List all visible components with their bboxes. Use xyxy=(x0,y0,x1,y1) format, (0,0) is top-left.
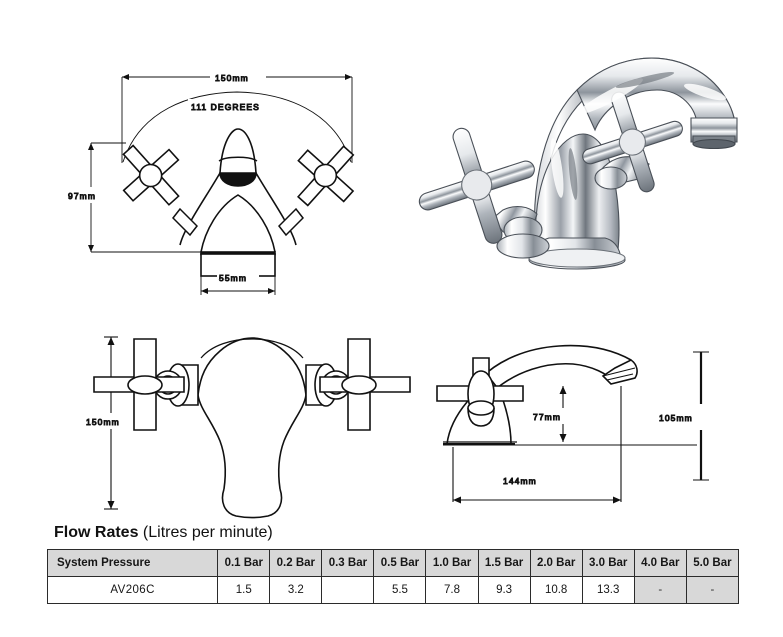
table-row: AV206C 1.5 3.2 5.5 7.8 9.3 10.8 13.3 - - xyxy=(46,576,740,604)
dimension-label-97mm: 97mm xyxy=(68,191,96,201)
side-elevation-view: 105mm 77mm 144mm xyxy=(435,330,775,525)
plan-stem-left xyxy=(172,207,198,237)
column-header-4-0-bar: 4.0 Bar xyxy=(633,549,687,577)
column-header-3-0-bar: 3.0 Bar xyxy=(581,549,635,577)
column-header-0-5-bar: 0.5 Bar xyxy=(373,549,427,577)
dimension-label-150mm: 150mm xyxy=(215,73,249,83)
dimension-label-150mm-front: 150mm xyxy=(86,417,120,427)
plan-stem-right xyxy=(278,207,304,237)
dimension-label-144mm: 144mm xyxy=(503,476,537,486)
product-photo xyxy=(405,18,775,313)
plan-handle-right xyxy=(296,145,355,207)
column-header-2-0-bar: 2.0 Bar xyxy=(529,549,583,577)
dimension-111-degrees xyxy=(122,91,352,163)
flow-rates-table: System Pressure 0.1 Bar 0.2 Bar 0.3 Bar … xyxy=(46,549,740,604)
dimension-105mm-ticks xyxy=(693,351,709,481)
column-header-0-3-bar: 0.3 Bar xyxy=(321,549,375,577)
flow-value-3-0-bar: 13.3 xyxy=(581,576,635,604)
dimension-label-55mm: 55mm xyxy=(219,273,247,283)
flow-value-0-1-bar: 1.5 xyxy=(217,576,271,604)
dimension-150mm xyxy=(121,74,353,163)
dimension-55mm xyxy=(200,276,276,295)
flow-rates-title: Flow Rates (Litres per minute) xyxy=(54,524,739,542)
front-handle-left xyxy=(93,338,185,431)
top-plan-view: 150mm 111 DEGREES 97mm xyxy=(60,55,390,310)
flow-value-0-2-bar: 3.2 xyxy=(269,576,323,604)
plan-spout xyxy=(218,128,258,187)
photo-spout xyxy=(534,57,738,257)
side-handle xyxy=(436,357,524,427)
column-header-1-5-bar: 1.5 Bar xyxy=(477,549,531,577)
front-body xyxy=(197,337,307,519)
dimension-label-77mm: 77mm xyxy=(533,412,561,422)
flow-value-2-0-bar: 10.8 xyxy=(529,576,583,604)
plan-handle-left xyxy=(122,144,180,206)
dimension-label-111-degrees: 111 DEGREES xyxy=(191,102,260,112)
front-handle-right xyxy=(319,338,411,431)
dimension-144mm xyxy=(452,386,622,504)
dimension-label-105mm: 105mm xyxy=(659,413,693,423)
flow-rates-title-light: (Litres per minute) xyxy=(138,524,273,541)
column-header-system-pressure: System Pressure xyxy=(46,549,219,577)
model-code-cell: AV206C xyxy=(46,576,219,604)
flow-value-0-5-bar: 5.5 xyxy=(373,576,427,604)
flow-value-1-5-bar: 9.3 xyxy=(477,576,531,604)
flow-value-1-0-bar: 7.8 xyxy=(425,576,479,604)
flow-value-4-0-bar: - xyxy=(633,576,687,604)
plan-body xyxy=(179,172,297,253)
column-header-1-0-bar: 1.0 Bar xyxy=(425,549,479,577)
column-header-0-2-bar: 0.2 Bar xyxy=(269,549,323,577)
flow-rates-block: Flow Rates (Litres per minute) System Pr… xyxy=(46,524,740,604)
side-body xyxy=(443,344,638,445)
flow-value-5-0-bar: - xyxy=(685,576,740,604)
photo-handle-right xyxy=(582,91,683,193)
flow-rates-title-strong: Flow Rates xyxy=(54,524,139,541)
table-header-row: System Pressure 0.1 Bar 0.2 Bar 0.3 Bar … xyxy=(46,549,740,577)
front-elevation-view: 150mm xyxy=(70,325,411,520)
flow-value-0-3-bar xyxy=(321,576,375,604)
column-header-0-1-bar: 0.1 Bar xyxy=(217,549,271,577)
photo-shadows xyxy=(568,71,675,200)
column-header-5-0-bar: 5.0 Bar xyxy=(685,549,740,577)
photo-handle-left xyxy=(418,127,550,259)
